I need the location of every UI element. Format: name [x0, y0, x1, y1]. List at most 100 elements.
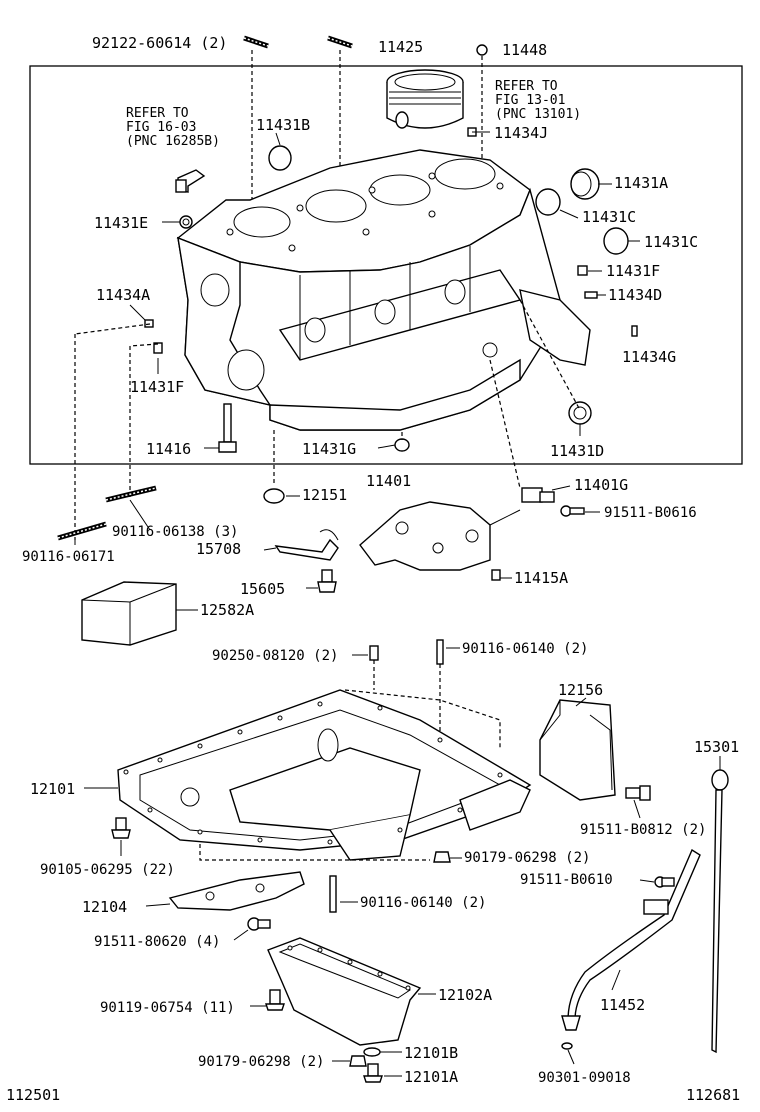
refer-16-line3: (PNC 16285B) — [126, 134, 220, 149]
label-90116-06140-a: 90116-06140 (2) — [462, 641, 588, 657]
plug-11431F-right-icon — [577, 265, 588, 276]
oil-pan-12101-icon — [117, 689, 532, 861]
bolt-11415A-icon — [491, 569, 501, 581]
stud-92122-icon — [243, 35, 269, 49]
refer-13-line2: FIG 13-01 — [495, 93, 565, 108]
bolt-90105-icon — [111, 817, 131, 839]
bolt-91511-B0616-icon — [560, 505, 585, 517]
label-15605: 15605 — [240, 580, 285, 598]
label-12101B: 12101B — [404, 1044, 458, 1062]
stud-11425-icon — [327, 35, 353, 49]
label-90301: 90301-09018 — [538, 1070, 631, 1086]
label-11431B: 11431B — [256, 116, 310, 134]
diagram-id-right: 112681 — [686, 1086, 740, 1104]
plug-11431E-icon — [179, 215, 193, 229]
label-11452: 11452 — [600, 996, 645, 1014]
label-11425: 11425 — [378, 38, 423, 56]
dipstick-guide-11452-icon — [561, 848, 701, 1031]
bolt-91511-B0610-icon — [654, 876, 675, 888]
label-11431F-right: 11431F — [606, 262, 660, 280]
plug-11431F-left-icon — [153, 342, 163, 354]
plug-11431C-1-icon — [535, 188, 561, 216]
plug-11431G-icon — [394, 438, 410, 452]
refer-13-line3: (PNC 13101) — [495, 107, 581, 122]
label-11431E: 11431E — [94, 214, 148, 232]
bolt-91511-B0812-icon — [625, 785, 651, 801]
plug-11431A-icon — [570, 168, 600, 200]
label-11431D: 11431D — [550, 442, 604, 460]
baffle-12156-icon — [539, 699, 616, 801]
cylinder-block-group-frame — [29, 65, 743, 465]
stud-90116-06140-bottom-icon — [329, 875, 337, 913]
label-11431C-1: 11431C — [582, 208, 636, 226]
pin-11434A-icon — [144, 319, 154, 328]
bolt-11416-icon — [218, 403, 237, 453]
label-11431C-2: 11431C — [644, 233, 698, 251]
label-90116-06171: 90116-06171 — [22, 549, 115, 565]
label-11431G: 11431G — [302, 440, 356, 458]
label-12102A: 12102A — [438, 986, 492, 1004]
pin-11448-icon — [476, 44, 488, 56]
stud-90116-06140-top-icon — [436, 639, 444, 665]
label-91511-B0812: 91511-B0812 (2) — [580, 822, 706, 838]
label-90179-b: 90179-06298 (2) — [198, 1054, 324, 1070]
label-11434J: 11434J — [494, 124, 548, 142]
nut-90179-bottom-icon — [349, 1055, 367, 1067]
label-91511-B0616: 91511-B0616 — [604, 505, 697, 521]
gasket-12101B-icon — [363, 1047, 381, 1057]
pin-11434D-icon — [584, 291, 598, 299]
cover-12104-icon — [168, 871, 305, 911]
label-91511-B0610: 91511-B0610 — [520, 872, 613, 888]
pin-11434G-icon — [631, 325, 638, 337]
oring-90301-icon — [561, 1042, 573, 1050]
label-11415A: 11415A — [514, 569, 568, 587]
label-11434D: 11434D — [608, 286, 662, 304]
label-92122: 92122-60614 (2) — [92, 34, 227, 52]
label-12104: 12104 — [82, 898, 127, 916]
lower-oil-pan-12102A-icon — [267, 937, 422, 1046]
plug-11431C-2-icon — [603, 227, 629, 255]
label-11401G: 11401G — [574, 476, 628, 494]
bolt-90119-icon — [265, 989, 285, 1011]
dipstick-15301-icon — [711, 769, 729, 1054]
plug-12151-icon — [263, 488, 285, 504]
oil-nozzle-15708-icon — [274, 529, 339, 561]
cylinder-block-11401-icon — [176, 149, 591, 431]
cover-12582A-icon — [81, 581, 177, 646]
piston-icon — [386, 69, 464, 129]
label-12151: 12151 — [302, 486, 347, 504]
label-90116-06140-b: 90116-06140 (2) — [360, 895, 486, 911]
label-12582A: 12582A — [200, 601, 254, 619]
pipe-fitting-16285B-icon — [175, 169, 206, 193]
label-12101: 12101 — [30, 780, 75, 798]
plug-11431D-icon — [568, 401, 592, 425]
sensor-11401G-icon — [521, 487, 555, 503]
refer-13-line1: REFER TO — [495, 79, 558, 94]
label-90105: 90105-06295 (22) — [40, 862, 175, 878]
bracket-11415A-icon — [359, 501, 521, 571]
label-15301: 15301 — [694, 738, 739, 756]
stud-90116-06138-icon — [105, 485, 157, 503]
label-15708: 15708 — [196, 540, 241, 558]
valve-15605-icon — [317, 569, 337, 593]
label-90116-06138: 90116-06138 (3) — [112, 524, 238, 540]
diagram-id-left: 112501 — [6, 1086, 60, 1104]
plug-11431B-icon — [268, 145, 292, 171]
label-90179-a: 90179-06298 (2) — [464, 850, 590, 866]
label-12101A: 12101A — [404, 1068, 458, 1086]
label-11431F-left: 11431F — [130, 378, 184, 396]
label-12156: 12156 — [558, 681, 603, 699]
label-11448: 11448 — [502, 41, 547, 59]
pin-90250-icon — [369, 645, 379, 661]
nut-90179-top-icon — [433, 851, 451, 863]
refer-16-line2: FIG 16-03 — [126, 120, 196, 135]
label-90119: 90119-06754 (11) — [100, 1000, 235, 1016]
refer-16-line1: REFER TO — [126, 106, 189, 121]
label-11434A: 11434A — [96, 286, 150, 304]
label-90250: 90250-08120 (2) — [212, 648, 338, 664]
label-91511-80620: 91511-80620 (4) — [94, 934, 220, 950]
bolt-91511-80620-icon — [247, 917, 271, 931]
label-11416: 11416 — [146, 440, 191, 458]
label-11431A: 11431A — [614, 174, 668, 192]
